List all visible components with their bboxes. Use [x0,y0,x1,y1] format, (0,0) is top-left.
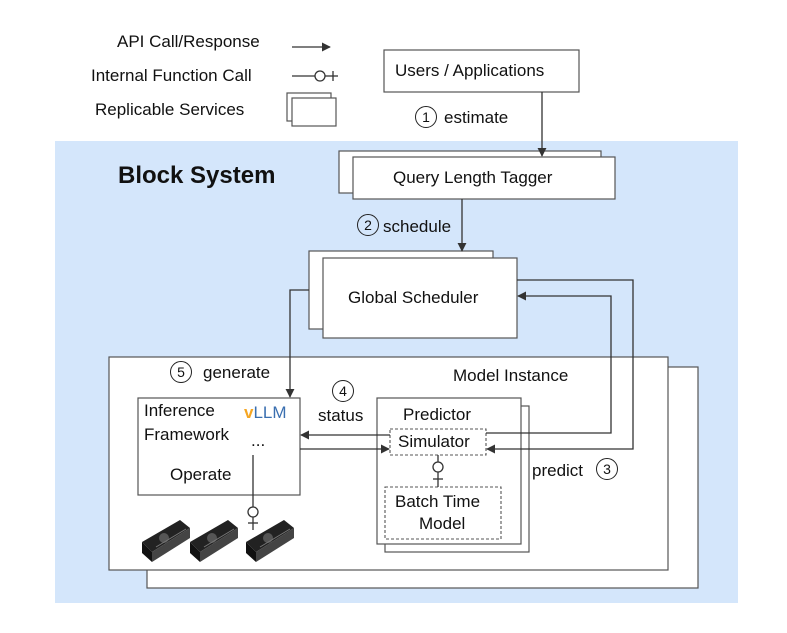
tagger-label: Query Length Tagger [393,168,553,187]
scheduler-label: Global Scheduler [348,288,479,307]
vllm-logo-v: v [244,403,254,422]
inference-ellipsis: ... [251,431,266,450]
tagger-box [352,156,616,200]
legend-replicable-icon [286,92,337,127]
simulator-box [389,428,487,456]
simulator-internal-call-icon [432,455,444,487]
step-3-badge: 3 [596,458,618,480]
scheduler-box [322,257,518,339]
step-1-badge: 1 [415,106,437,128]
generate-arrow [285,289,309,398]
simulator-label: Simulator [398,432,470,451]
gpu-card-icon [246,520,294,562]
batch-time-model-label-line1: Batch Time [395,492,481,511]
step-2-badge: 2 [357,214,379,236]
users-label: Users / Applications [395,61,545,80]
predict-request-arrow [486,279,634,454]
step-1-label: estimate [444,108,509,127]
step-4-badge: 4 [332,380,354,402]
step-5-label: generate [203,363,271,382]
step-4-label: status [318,406,364,425]
users-box [383,49,580,93]
inference-label-line1: Inference [144,401,215,420]
legend-api-label: API Call/Response [117,32,260,51]
legend-internal-label: Internal Function Call [91,66,252,85]
legend-internal-call-icon [292,70,338,82]
step-5-badge: 5 [170,361,192,383]
block-system-title: Block System [118,162,276,189]
predict-response-arrow [486,291,612,434]
gpu-card-icon [142,520,190,562]
step-3-label: predict [532,461,584,480]
batch-time-model-label-line2: Model [419,514,466,533]
step-2-label: schedule [383,217,452,236]
vllm-logo-text: LLM [253,403,287,422]
inference-label-line2: Framework [144,425,230,444]
predictor-label: Predictor [403,405,472,424]
model-instance-label: Model Instance [453,366,569,385]
gpu-internal-call-icon [247,455,259,530]
batch-time-model-box [384,486,502,540]
vllm-logo: vLLM [244,403,287,423]
inference-framework-box [137,397,301,496]
legend-replicable-label: Replicable Services [95,100,245,119]
operate-label: Operate [170,465,232,484]
gpu-card-icon [190,520,238,562]
